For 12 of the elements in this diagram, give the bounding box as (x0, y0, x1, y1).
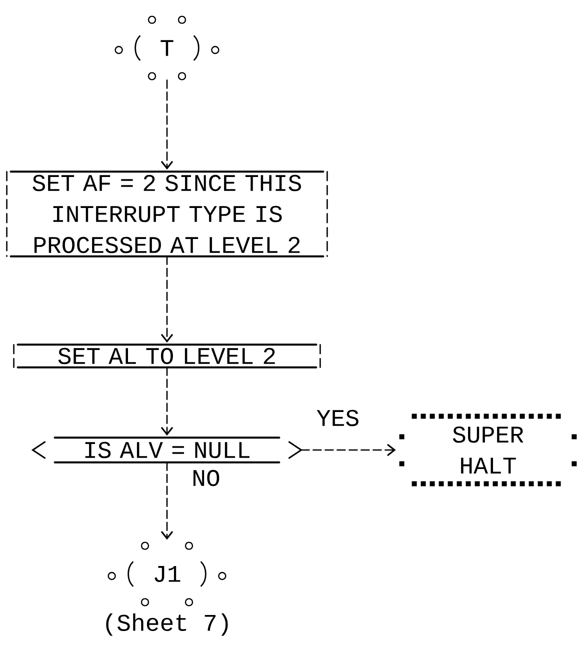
arrow (160, 80, 174, 170)
decision-box: IS ALV = NULL (31, 436, 303, 464)
sheet-reference: (Sheet 7) (106, 613, 228, 636)
edge-label: NO (190, 468, 222, 488)
process-box: SET AL TO LEVEL 2 (13, 344, 321, 368)
edge-label: YES (315, 408, 361, 428)
arrow (160, 256, 174, 343)
process-box: SET AF = 2 SINCE THIS INTERRUPT TYPE IS PROCESSED AT LEVEL 2 (6, 170, 328, 258)
terminal-box: SUPER HALT (399, 414, 577, 486)
arrow (160, 462, 174, 540)
arrow (160, 366, 174, 436)
arrow (300, 444, 396, 456)
